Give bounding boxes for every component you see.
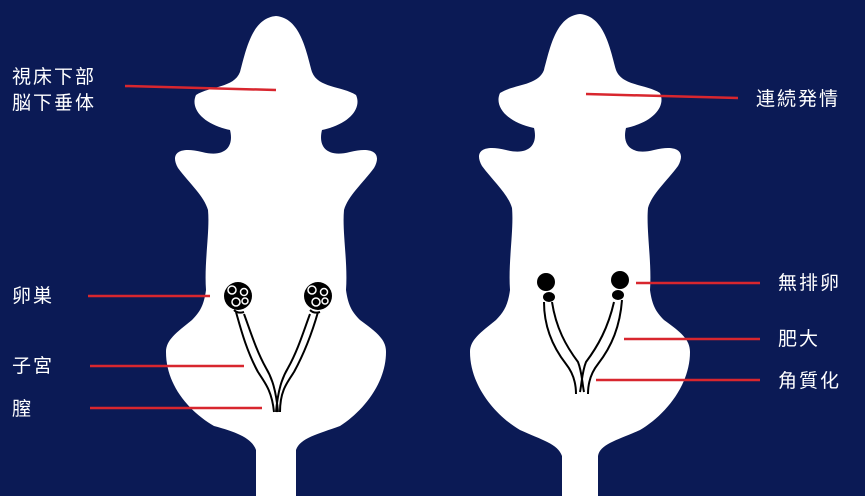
label-continuous-estrus: 連続発情	[756, 88, 840, 111]
label-uterus: 子宮	[12, 355, 54, 378]
label-anovulation: 無排卵	[778, 272, 841, 295]
label-hypertrophy: 肥大	[778, 328, 820, 351]
right-rat-body	[470, 14, 690, 496]
left-ovary	[224, 282, 252, 310]
label-hypothalamus: 視床下部	[12, 66, 96, 89]
label-pituitary: 脳下垂体	[12, 92, 96, 115]
label-ovary: 卵巣	[12, 285, 54, 308]
label-vagina: 膣	[12, 398, 33, 421]
label-keratinization: 角質化	[778, 370, 841, 393]
left-ovary-right	[304, 282, 332, 310]
